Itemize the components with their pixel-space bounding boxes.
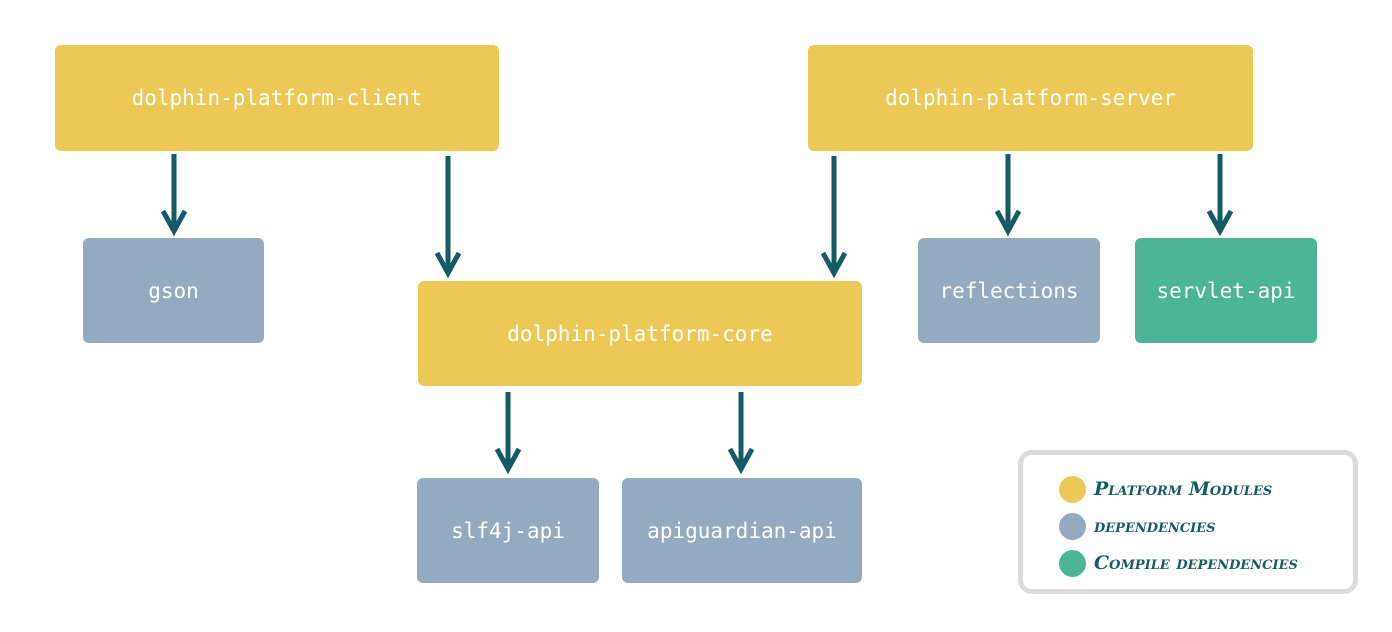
arrow-client-to-core (434, 156, 462, 279)
legend-label: Compile dependencies (1094, 552, 1298, 574)
node-gson: gson (83, 238, 264, 343)
legend-dot-icon (1059, 512, 1086, 540)
node-servlet-api: servlet-api (1135, 238, 1317, 343)
node-apiguardian-api: apiguardian-api (622, 478, 862, 583)
arrow-core-to-apiguardian-api (727, 392, 755, 475)
legend-label: dependencies (1094, 515, 1216, 537)
node-label: apiguardian-api (647, 518, 837, 543)
arrow-server-to-servlet-api (1206, 154, 1234, 237)
legend: Platform Modules dependencies Compile de… (1018, 450, 1358, 594)
legend-item-compile-dependencies: Compile dependencies (1059, 549, 1298, 577)
node-dolphin-platform-core: dolphin-platform-core (418, 281, 862, 386)
node-label: gson (148, 278, 199, 303)
arrow-client-to-gson (160, 154, 188, 237)
arrow-core-to-slf4j-api (494, 392, 522, 475)
node-reflections: reflections (918, 238, 1100, 343)
node-label: slf4j-api (451, 518, 565, 543)
node-label: servlet-api (1156, 278, 1296, 303)
node-label: dolphin-platform-core (507, 321, 773, 346)
node-label: reflections (939, 278, 1079, 303)
legend-item-dependencies: dependencies (1059, 512, 1216, 540)
legend-dot-icon (1059, 475, 1086, 503)
node-dolphin-platform-client: dolphin-platform-client (55, 45, 499, 151)
node-label: dolphin-platform-client (131, 86, 423, 110)
node-label: dolphin-platform-server (885, 86, 1176, 110)
node-dolphin-platform-server: dolphin-platform-server (808, 45, 1253, 151)
legend-label: Platform Modules (1094, 478, 1273, 500)
legend-dot-icon (1059, 549, 1086, 577)
legend-item-platform-modules: Platform Modules (1059, 475, 1272, 503)
node-slf4j-api: slf4j-api (417, 478, 599, 583)
arrow-server-to-reflections (994, 154, 1022, 237)
arrow-server-to-core (820, 156, 848, 279)
